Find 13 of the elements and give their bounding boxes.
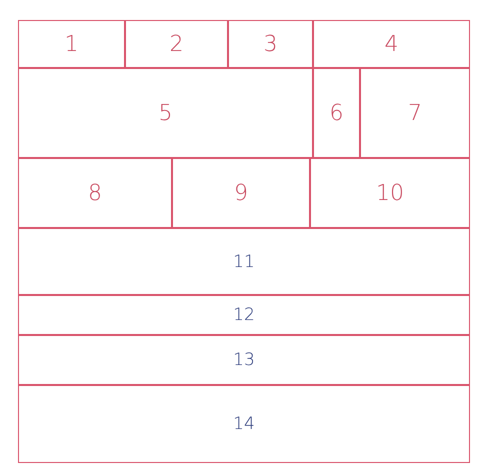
grid-cell: 11 — [18, 228, 470, 295]
grid-cell: 4 — [313, 20, 470, 68]
grid-cell: 7 — [360, 68, 470, 158]
grid-cell: 8 — [18, 158, 172, 228]
grid-cell: 12 — [18, 295, 470, 335]
grid-cell: 10 — [310, 158, 470, 228]
grid-cell: 13 — [18, 335, 470, 385]
grid-cell: 1 — [18, 20, 125, 68]
grid-cell: 3 — [228, 20, 313, 68]
grid-cell: 2 — [125, 20, 228, 68]
grid-cell: 6 — [313, 68, 360, 158]
grid-cell: 9 — [172, 158, 310, 228]
grid-cell: 5 — [18, 68, 313, 158]
